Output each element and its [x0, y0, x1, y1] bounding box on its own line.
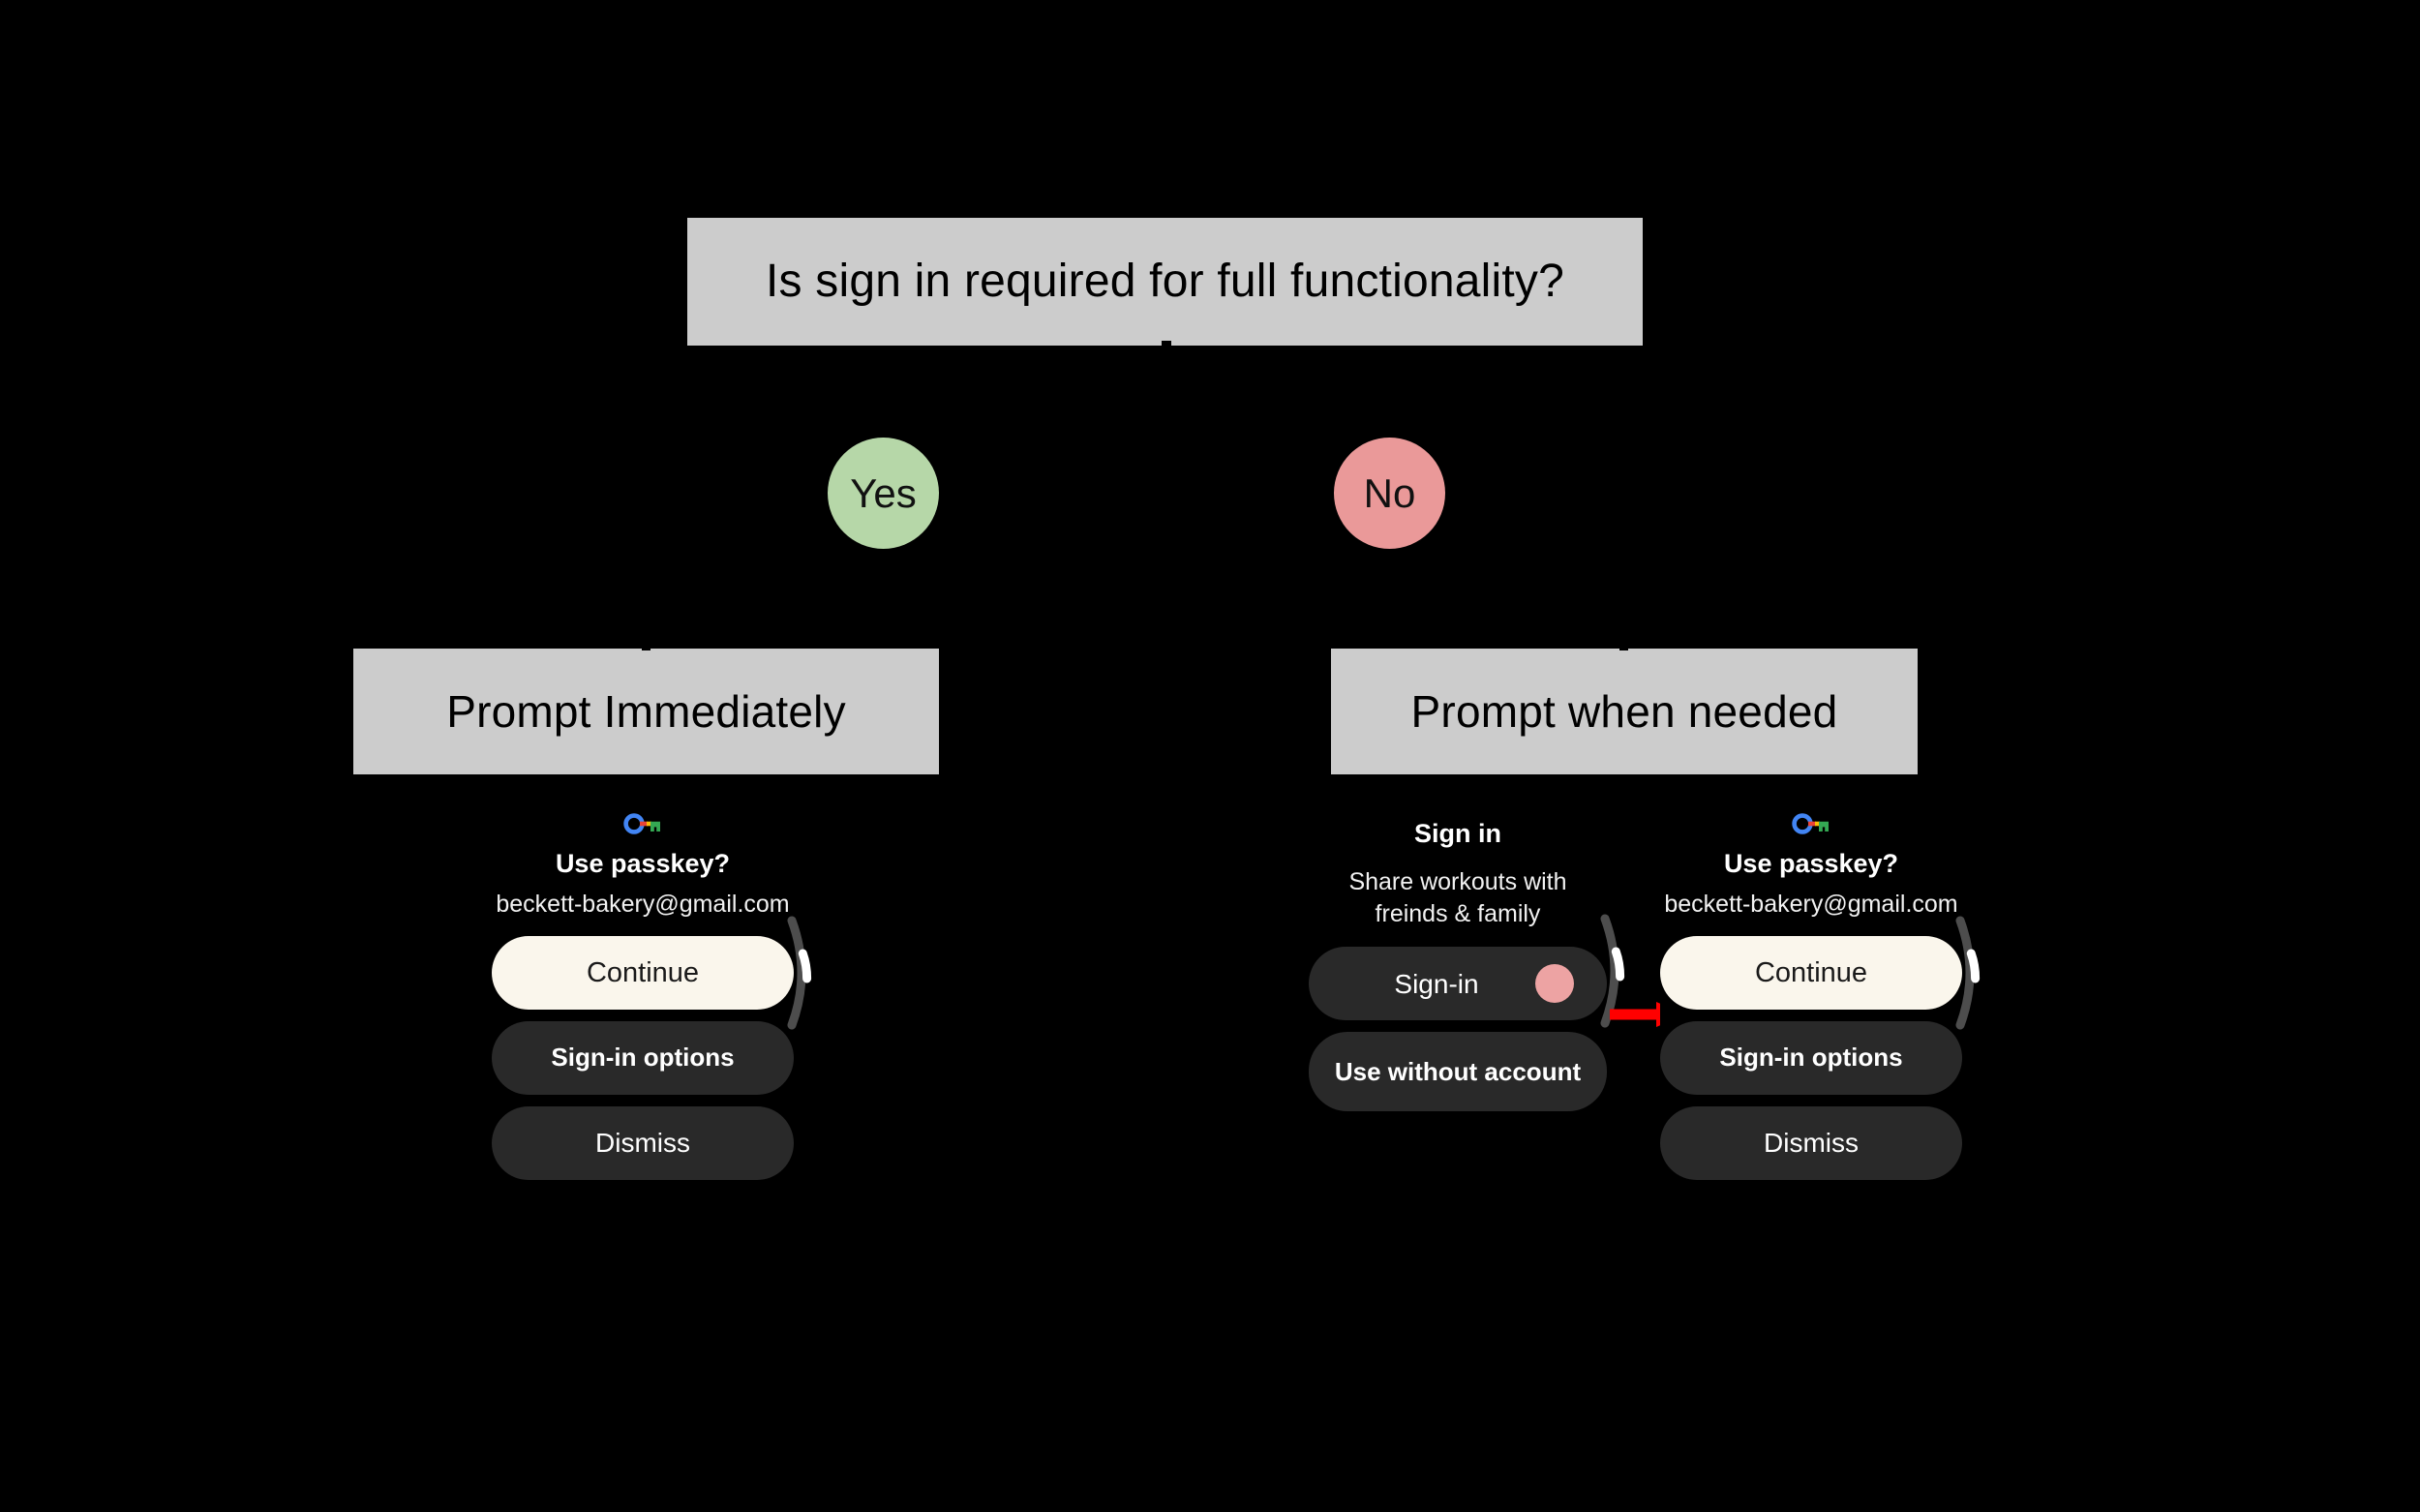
root-connector-stub — [1162, 341, 1171, 348]
card-middle-signin: Sign in Share workouts with freinds & fa… — [1309, 818, 1625, 1124]
card-left-passkey: Use passkey? beckett-bakery@gmail.com Co… — [492, 813, 812, 1192]
outcome-label-prompt-when-needed: Prompt when needed — [1410, 685, 1838, 737]
dismiss-button-left-label: Dismiss — [595, 1128, 690, 1159]
sign-in-button-status-dot — [1535, 964, 1574, 1004]
outcome-box-prompt-when-needed: Prompt when needed — [1331, 649, 1918, 774]
branch-label-yes: Yes — [850, 469, 917, 516]
continue-button-left[interactable]: Continue — [492, 935, 794, 1010]
card-left-subtitle: beckett-bakery@gmail.com — [496, 891, 790, 919]
continue-button-right-label: Continue — [1754, 956, 1868, 988]
decision-box-root-label: Is sign in required for full functionali… — [765, 255, 1565, 307]
card-middle-subtitle: Share workouts with freinds & family — [1348, 868, 1567, 927]
sign-in-options-button-left[interactable]: Sign-in options — [492, 1020, 794, 1095]
use-without-account-button-label: Use without account — [1334, 1056, 1582, 1086]
continue-button-left-label: Continue — [586, 956, 700, 988]
sign-in-button-middle[interactable]: Sign-in — [1309, 947, 1607, 1021]
branch-label-no: No — [1363, 469, 1416, 516]
sign-in-options-button-left-label: Sign-in options — [551, 1043, 735, 1073]
dismiss-button-right[interactable]: Dismiss — [1660, 1105, 1962, 1180]
use-without-account-button[interactable]: Use without account — [1309, 1032, 1607, 1112]
dismiss-button-left[interactable]: Dismiss — [492, 1105, 794, 1180]
outcome-left-connector-stub — [642, 643, 650, 650]
card-right-subtitle: beckett-bakery@gmail.com — [1664, 891, 1958, 919]
dismiss-button-right-label: Dismiss — [1764, 1128, 1859, 1159]
continue-button-right[interactable]: Continue — [1660, 935, 1962, 1010]
outcome-box-prompt-immediately: Prompt Immediately — [353, 649, 939, 774]
card-right-title: Use passkey? — [1723, 849, 1899, 878]
google-passkey-key-icon — [623, 813, 660, 834]
branch-circle-no: No — [1334, 438, 1445, 549]
sign-in-button-middle-label: Sign-in — [1394, 968, 1479, 999]
outcome-right-connector-stub — [1619, 643, 1628, 650]
sign-in-options-button-right-label: Sign-in options — [1719, 1043, 1903, 1073]
sign-in-options-button-right[interactable]: Sign-in options — [1660, 1020, 1962, 1095]
outcome-label-prompt-immediately: Prompt Immediately — [446, 685, 846, 737]
branch-circle-yes: Yes — [828, 438, 939, 549]
card-left-title: Use passkey? — [555, 849, 731, 878]
decision-box-root: Is sign in required for full functionali… — [687, 218, 1643, 346]
card-middle-title: Sign in — [1414, 819, 1501, 848]
card-right-passkey: Use passkey? beckett-bakery@gmail.com Co… — [1660, 813, 1981, 1192]
google-passkey-key-icon — [1792, 813, 1829, 834]
